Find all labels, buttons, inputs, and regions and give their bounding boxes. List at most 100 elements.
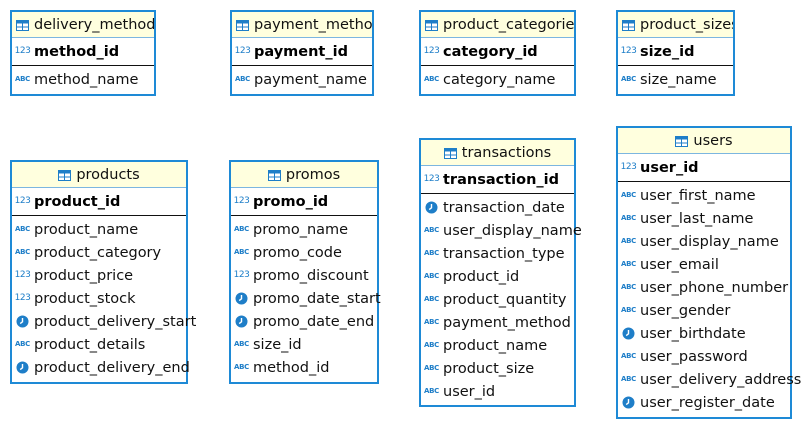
clock-type-icon <box>15 315 30 329</box>
column-row: ABC product_category <box>12 241 186 264</box>
column-name: payment_method <box>443 314 571 331</box>
column-name: product_category <box>34 244 162 261</box>
table-icon <box>443 147 457 159</box>
column-name: user_display_name <box>443 222 582 239</box>
primary-key-name: size_id <box>640 43 695 60</box>
primary-key-name: payment_id <box>254 43 348 60</box>
clock-type-icon <box>15 361 30 375</box>
column-name: product_name <box>443 337 548 354</box>
table-icon <box>622 19 635 31</box>
column-name: user_register_date <box>640 394 775 411</box>
text-type-icon: ABC <box>621 352 636 360</box>
column-name: user_id <box>443 383 496 400</box>
entity-header: delivery_methods <box>12 12 154 38</box>
text-type-icon: ABC <box>621 260 636 268</box>
table-icon <box>267 169 281 181</box>
entity-title: users <box>693 132 733 149</box>
entity-header: products <box>12 162 186 188</box>
column-row: product_delivery_end <box>12 356 190 379</box>
primary-key-name: method_id <box>34 43 120 60</box>
column-name: payment_name <box>254 71 367 88</box>
column-row: ABC method_id <box>231 356 377 379</box>
column-name: product_id <box>443 268 520 285</box>
text-type-icon: ABC <box>424 295 439 303</box>
entity-header: product_categories <box>421 12 574 38</box>
column-name: size_name <box>640 71 717 88</box>
table-icon <box>58 169 72 181</box>
column-name: promo_date_end <box>253 313 375 330</box>
table-icon <box>675 135 689 147</box>
text-type-icon: ABC <box>234 363 249 371</box>
entity-title: product_sizes <box>640 16 733 33</box>
text-type-icon: ABC <box>621 375 636 383</box>
column-name: promo_code <box>253 244 342 261</box>
column-name: user_first_name <box>640 187 756 204</box>
column-row: ABC product_size <box>421 357 574 380</box>
column-name: product_delivery_start <box>34 313 197 330</box>
entity-header: users <box>618 128 790 154</box>
text-type-icon: ABC <box>15 248 30 256</box>
primary-key-name: promo_id <box>253 193 329 210</box>
key-number-type-icon: 123 <box>620 46 637 56</box>
column-row: transaction_date <box>421 196 574 219</box>
column-name: promo_date_start <box>253 290 381 307</box>
text-type-icon: ABC <box>234 340 249 348</box>
column-name: user_last_name <box>640 210 754 227</box>
text-type-icon: ABC <box>424 364 439 372</box>
clock-type-icon <box>621 396 636 410</box>
key-number-type-icon: 123 <box>14 46 31 56</box>
column-name: method_id <box>253 359 330 376</box>
column-name: product_size <box>443 360 535 377</box>
entity-title: payment_method <box>254 16 372 33</box>
primary-key-name: user_id <box>640 159 699 176</box>
column-name: product_name <box>34 221 139 238</box>
text-type-icon: ABC <box>424 387 439 395</box>
text-type-icon: ABC <box>424 318 439 326</box>
column-row: user_birthdate <box>618 322 790 345</box>
column-name: product_quantity <box>443 291 567 308</box>
key-number-type-icon: 123 <box>423 174 440 184</box>
entity-title: products <box>76 166 140 183</box>
column-name: user_email <box>640 256 719 273</box>
column-row: ABC user_email <box>618 253 790 276</box>
number-type-icon: 123 <box>14 293 31 303</box>
key-number-type-icon: 123 <box>620 162 637 172</box>
clock-type-icon <box>234 315 249 329</box>
column-row: user_register_date <box>618 391 790 414</box>
column-row: ABC payment_method <box>421 311 574 334</box>
text-type-icon: ABC <box>621 237 636 245</box>
entity-title: product_categories <box>443 16 574 33</box>
primary-key-name: category_id <box>443 43 538 60</box>
entity-header: transactions <box>421 140 574 166</box>
